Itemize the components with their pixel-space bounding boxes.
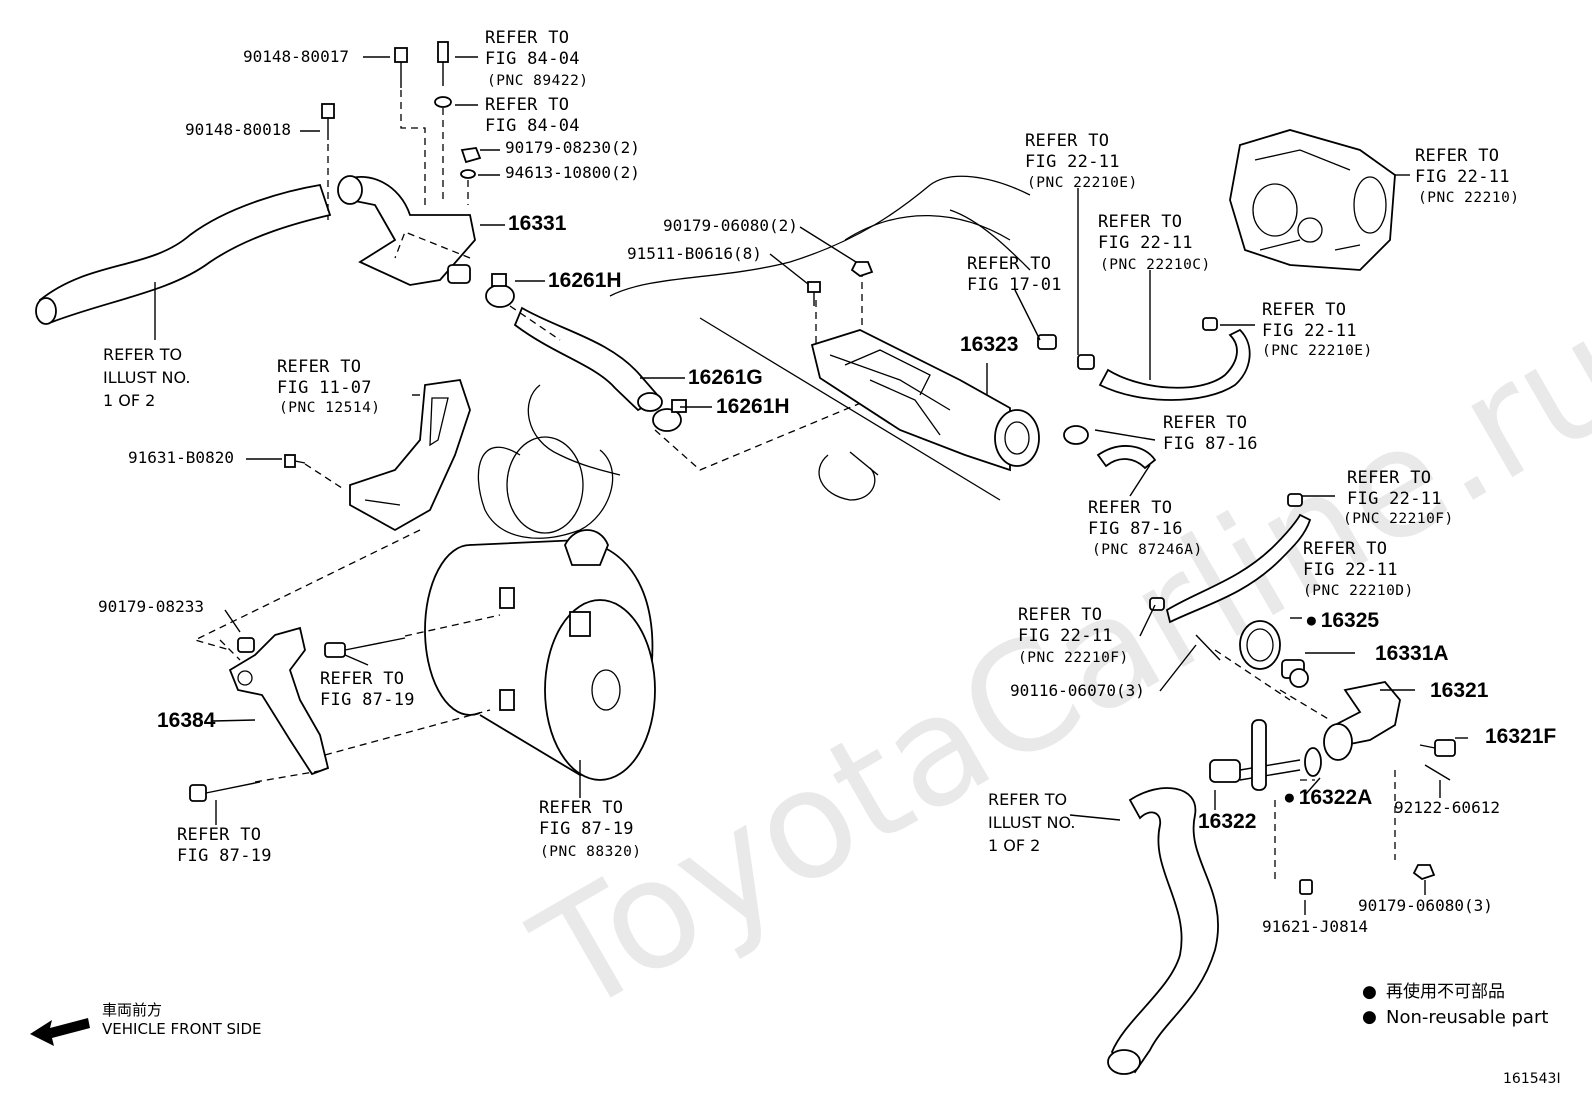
stud-92122 [1424,764,1451,781]
label-refer-84-04-a: REFER TO FIG 84-04 [485,28,580,69]
label-16261H-a: 16261H [548,269,622,292]
water-outlet-16331 [337,175,476,286]
label-refer-87-19-c: REFER TO FIG 87-19 [539,798,634,839]
label-pnc-12514: (PNC 12514) [279,400,381,416]
label-16325: 16325 [1305,610,1379,631]
label-refer-illust-1: REFER TO ILLUST NO. 1 OF 2 [103,345,191,410]
radiator-hose-lower [1107,787,1219,1075]
hose-clamp-16261H-b [652,399,687,432]
bolts-top [321,41,482,179]
legend-jp: 再使用不可部品 [1386,982,1505,1002]
hose-clamp-16261H-a [485,273,515,308]
label-90116-06070: 90116-06070(3) [1010,681,1145,700]
hose-87-16 [1063,425,1157,470]
label-pnc-22210F-b: (PNC 22210F) [1018,650,1129,666]
throttle-body-22210 [1229,129,1396,271]
water-inlet-16321 [1323,681,1401,761]
label-refer-22-11-f: REFER TO FIG 22-11 [1303,539,1398,580]
label-91631-B0820: 91631-B0820 [128,448,234,467]
clamp-22210E-b [1202,317,1218,331]
vehicle-front-arrow-icon [30,1018,90,1046]
label-91621-J0814: 91621-J0814 [1262,917,1368,936]
label-16384: 16384 [157,709,216,732]
water-bypass-pipe-16323 [810,329,1040,472]
label-90179-06080-2: 90179-06080(2) [663,216,798,235]
label-94613-10800: 94613-10800(2) [505,163,640,182]
bypass-hose-16261G [513,306,663,412]
label-refer-22-11-b: REFER TO FIG 22-11 [1098,212,1193,253]
label-90148-80018: 90148-80018 [185,120,291,139]
label-refer-17-01: REFER TO FIG 17-01 [967,254,1062,295]
nut-90179-06080-b [1412,864,1436,881]
label-16261G: 16261G [688,366,763,389]
leader-lines [212,56,1468,915]
bracket-12514 [349,379,471,532]
figure-id: 161543I [1503,1071,1561,1087]
label-refer-illust-2: REFER TO ILLUST NO. 1 OF 2 [988,790,1076,855]
label-refer-87-16-b: REFER TO FIG 87-16 [1088,498,1183,539]
bolt-87-19-b [189,781,261,802]
label-refer-87-19-a: REFER TO FIG 87-19 [320,669,415,710]
stud-16321F [1419,739,1456,757]
label-16322A: 16322A [1283,787,1373,808]
engine-body-outline [477,175,1031,539]
hose-22210F-22210D [1149,493,1312,624]
label-pnc-22210F-a: (PNC 22210F) [1343,511,1454,527]
label-16323: 16323 [960,333,1019,356]
label-refer-87-19-b: REFER TO FIG 87-19 [177,825,272,866]
clamp-22210E-a [1077,354,1095,370]
label-90179-08230: 90179-08230(2) [505,138,640,157]
legend-bullet-en: ● [1362,1007,1377,1027]
legend-bullet-jp: ● [1362,982,1377,1002]
label-pnc-22210C: (PNC 22210C) [1100,257,1211,273]
label-pnc-22210D: (PNC 22210D) [1303,583,1414,599]
label-refer-22-11-a: REFER TO FIG 22-11 [1025,131,1120,172]
label-front-en: VEHICLE FRONT SIDE [102,1020,262,1038]
label-front-jp: 車両前方 [102,1001,163,1019]
label-90179-06080-3: 90179-06080(3) [1358,896,1493,915]
label-refer-22-11-e: REFER TO FIG 22-11 [1347,468,1442,509]
label-refer-22-11-g: REFER TO FIG 22-11 [1018,605,1113,646]
bolt-91631 [284,454,306,468]
nut-90179-08233 [237,637,255,653]
label-pnc-87246A: (PNC 87246A) [1092,542,1203,558]
stud-87-19-a [324,637,406,658]
legend-en: Non-reusable part [1386,1007,1549,1028]
o-ring-16322A [1304,747,1322,777]
label-refer-22-11-d: REFER TO FIG 22-11 [1262,300,1357,341]
thermostat-16331A [1281,659,1309,688]
stud-90116 [1195,634,1221,661]
radiator-hose-upper [35,183,332,340]
label-refer-84-04-b: REFER TO FIG 84-04 [485,95,580,136]
label-16321F: 16321F [1485,725,1557,748]
gasket-16325 [1239,620,1281,670]
nut-90179-06080-a [850,261,874,278]
fitting-17-01 [1037,334,1057,350]
bolt-91621 [1299,879,1313,895]
label-refer-22-11-c: REFER TO FIG 22-11 [1415,146,1510,187]
label-refer-11-07: REFER TO FIG 11-07 [277,357,372,398]
label-pnc-22210E-a: (PNC 22210E) [1027,175,1138,191]
label-16261H-b: 16261H [716,395,790,418]
label-16331: 16331 [508,212,567,235]
label-pnc-89422: (PNC 89422) [487,73,589,89]
label-refer-87-16-a: REFER TO FIG 87-16 [1163,413,1258,454]
hose-22210C [1098,328,1251,401]
label-pnc-88320: (PNC 88320) [540,844,642,860]
label-90179-08233: 90179-08233 [98,597,204,616]
label-16321: 16321 [1430,679,1489,702]
label-pnc-22210: (PNC 22210) [1418,190,1520,206]
pipe-16322 [1209,719,1301,791]
label-16322: 16322 [1198,810,1257,833]
label-90148-80017: 90148-80017 [243,47,349,66]
label-16331A: 16331A [1375,642,1449,665]
bolt-91511 [807,281,821,306]
label-92122-60612: 92122-60612 [1394,798,1500,817]
label-pnc-22210E-b: (PNC 22210E) [1262,343,1373,359]
label-91511-B0616: 91511-B0616(8) [627,244,762,263]
ac-compressor-88320 [424,529,656,781]
